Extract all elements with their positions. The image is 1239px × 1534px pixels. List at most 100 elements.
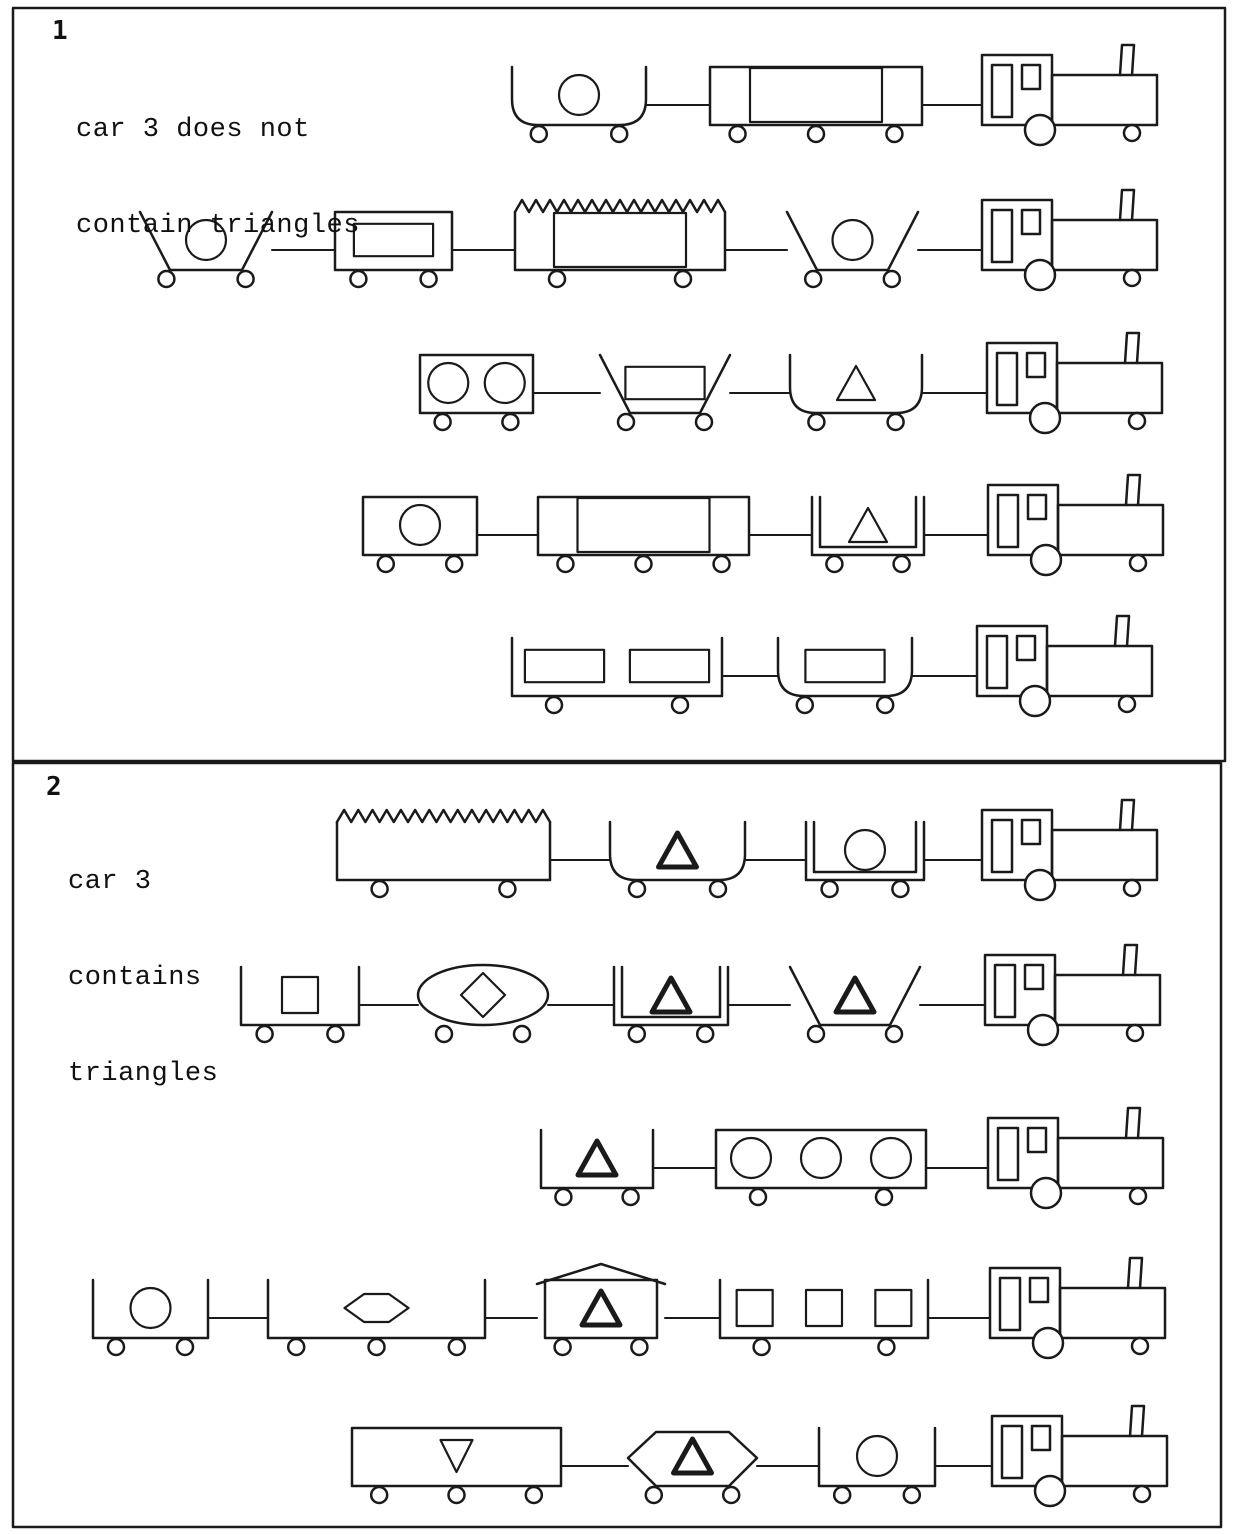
locomotive	[985, 945, 1160, 1045]
wheel	[884, 271, 900, 287]
wheel	[636, 556, 652, 572]
car	[418, 965, 548, 1042]
cab-window	[992, 820, 1012, 872]
car	[790, 967, 920, 1042]
wheel	[372, 881, 388, 897]
wheel	[502, 414, 518, 430]
square-load	[737, 1290, 773, 1326]
circle-load	[857, 1436, 897, 1476]
wheel	[892, 881, 908, 897]
wheel	[894, 556, 910, 572]
open-box-body	[720, 1280, 928, 1338]
wheel	[611, 126, 627, 142]
smokestack	[1120, 190, 1134, 220]
car	[614, 967, 728, 1042]
cab-window	[1002, 1426, 1022, 1478]
locomotive	[982, 800, 1157, 900]
wheel	[808, 1026, 824, 1042]
locomotive-boiler	[1047, 646, 1152, 696]
wheel	[826, 556, 842, 572]
triangle-load	[652, 978, 690, 1012]
square-load	[282, 977, 318, 1013]
wheel	[514, 1026, 530, 1042]
circle-load	[871, 1138, 911, 1178]
wheel	[629, 1026, 645, 1042]
wheel	[288, 1339, 304, 1355]
wheel	[730, 126, 746, 142]
wheel	[754, 1339, 770, 1355]
wheel	[1119, 696, 1135, 712]
wheel	[750, 1189, 766, 1205]
wheel	[631, 1339, 647, 1355]
open-box-body	[268, 1280, 485, 1338]
triangle-load	[578, 1141, 616, 1175]
smokestack	[1128, 1258, 1142, 1288]
box-body	[538, 497, 749, 555]
panel-1-caption-line: contain triangles	[76, 210, 360, 242]
circle-load	[845, 830, 885, 870]
jagged-top	[337, 810, 550, 822]
wheel	[808, 414, 824, 430]
smokestack	[1123, 945, 1137, 975]
box-body	[352, 1428, 561, 1486]
wheel	[822, 881, 838, 897]
wheel	[1025, 870, 1055, 900]
wheel	[526, 1487, 542, 1503]
hexagon-load	[345, 1294, 409, 1322]
circle-load	[485, 363, 525, 403]
smokestack	[1120, 45, 1134, 75]
locomotive-boiler	[1052, 220, 1157, 270]
locomotive	[977, 616, 1152, 716]
cab-window	[998, 1128, 1018, 1180]
locomotive	[982, 45, 1157, 145]
wheel	[876, 1189, 892, 1205]
wheel	[369, 1339, 385, 1355]
car	[93, 1280, 208, 1355]
locomotive-boiler	[1052, 830, 1157, 880]
wheel	[546, 697, 562, 713]
circle-load	[559, 75, 599, 115]
wheel	[710, 881, 726, 897]
wheel	[1124, 880, 1140, 896]
wheel	[797, 697, 813, 713]
cab-window	[1022, 65, 1040, 89]
car	[352, 1428, 561, 1503]
car	[716, 1130, 926, 1205]
triangle-load	[659, 833, 697, 867]
wheel	[1129, 413, 1145, 429]
box-body	[710, 67, 922, 125]
triangle-load	[837, 366, 875, 400]
locomotive-boiler	[1062, 1436, 1167, 1486]
jagged-top	[515, 200, 725, 212]
panel-1-number: 1	[52, 16, 68, 46]
cab-window	[992, 210, 1012, 262]
double-wall-inner	[820, 497, 916, 547]
panel-2-number: 2	[46, 772, 62, 802]
u-hopper-body	[790, 355, 922, 413]
smokestack	[1126, 1108, 1140, 1138]
wheel	[723, 1487, 739, 1503]
cab-window	[1025, 965, 1043, 989]
wheel	[834, 1487, 850, 1503]
car	[720, 1280, 928, 1355]
wheel	[531, 126, 547, 142]
wheel	[371, 1487, 387, 1503]
wheel	[697, 1026, 713, 1042]
wheel	[629, 881, 645, 897]
circle-load	[731, 1138, 771, 1178]
smokestack	[1115, 616, 1129, 646]
cab-window	[997, 353, 1017, 405]
wheel	[557, 556, 573, 572]
wheel	[904, 1487, 920, 1503]
rectangle-load	[525, 650, 604, 682]
circle-load	[428, 363, 468, 403]
wheel	[1025, 115, 1055, 145]
rectangle-load	[630, 650, 709, 682]
wheel	[1134, 1486, 1150, 1502]
wheel	[1130, 555, 1146, 571]
wheel	[436, 1026, 452, 1042]
locomotive	[987, 333, 1162, 433]
circle-load	[400, 505, 440, 545]
jagged-box-body	[337, 822, 550, 880]
locomotive-boiler	[1060, 1288, 1165, 1338]
